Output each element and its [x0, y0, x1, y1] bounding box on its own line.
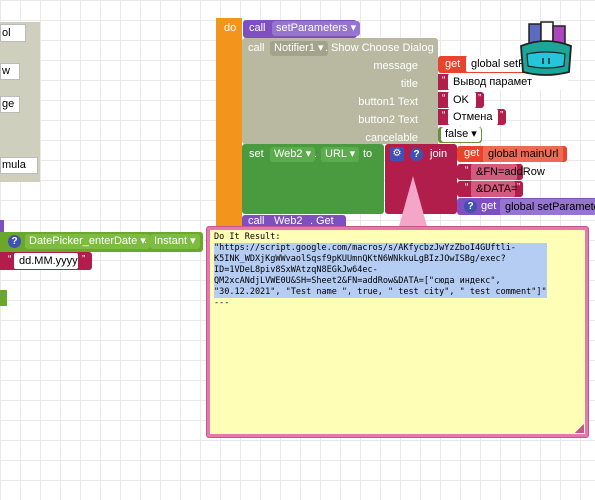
set-web2-url-block[interactable]: set Web2 ▾ . URL ▾ to — [242, 144, 384, 214]
button1-text-field[interactable]: OK — [448, 92, 476, 108]
result-title: Do It Result: — [214, 232, 281, 242]
left-fragment-w[interactable]: w — [0, 63, 20, 80]
mutator-gear-icon[interactable]: ⚙ — [390, 147, 404, 161]
button2-text-field[interactable]: Отмена — [448, 109, 498, 125]
do-it-result-popup[interactable]: Do It Result: "https://script.google.com… — [207, 227, 588, 437]
cancelable-value-dropdown[interactable]: false ▾ — [441, 127, 481, 142]
button2-text-block[interactable]: “ Отмена ” — [438, 109, 506, 125]
datepicker-component-dropdown[interactable]: DatePicker_enterDate ▾ — [25, 234, 150, 249]
date-pattern-text-block[interactable]: “ dd.MM.yyyy ” — [0, 252, 92, 270]
notifier-right-rail — [430, 54, 438, 144]
result-line: QM2xcANdjLVWE0U&SH=Sheet2&FN=addRow&DATA… — [214, 276, 501, 286]
procedure-name-dropdown[interactable]: setParameters ▾ — [272, 21, 361, 36]
datepicker-getter-block[interactable]: ? DatePicker_enterDate ▾ . Instant ▾ — [0, 232, 203, 252]
join-item-get-mainurl[interactable]: get global mainUrl — [457, 146, 567, 162]
help-icon[interactable]: ? — [8, 235, 21, 248]
fn-addrow-field[interactable]: &FN=addRow — [471, 164, 545, 180]
web-component-dropdown[interactable]: Web2 ▾ — [270, 147, 316, 162]
setparameter-variable-dropdown[interactable]: global setParameter — [500, 199, 595, 215]
notifier-component-dropdown[interactable]: Notifier1 ▾ — [270, 41, 328, 56]
call-setparameters-block[interactable]: call setParameters ▾ — [243, 20, 361, 38]
title-text-block[interactable]: “ Вывод парамет — [438, 74, 568, 90]
mainurl-variable-dropdown[interactable]: global mainUrl — [483, 146, 563, 162]
button1-text-block[interactable]: “ OK ” — [438, 92, 484, 108]
do-label: do — [224, 22, 237, 34]
left-purple-stub — [0, 220, 4, 236]
resize-handle-icon[interactable] — [575, 424, 584, 433]
join-block[interactable]: ⚙ ? join — [385, 144, 457, 214]
result-line: "https://script.google.com/macros/s/AKfy… — [214, 243, 516, 253]
notifier-show-choose-dialog-block[interactable]: call Notifier1 ▾ . Show Choose Dialog me… — [242, 38, 438, 144]
left-fragment-ge[interactable]: ge — [0, 96, 20, 113]
result-line: "30.12.2021", "Test name ", true, " test… — [214, 287, 547, 297]
result-footer: --- — [214, 298, 230, 308]
join-item-data[interactable]: “ &DATA= ” — [457, 181, 523, 197]
join-help-icon[interactable]: ? — [410, 148, 423, 161]
data-param-field[interactable]: &DATA= — [471, 181, 517, 197]
join-item-fn-addrow[interactable]: “ &FN=addRow — [457, 164, 545, 180]
call-web2-get-block[interactable]: call Web2 . Get — [242, 215, 346, 229]
cancelable-logic-block[interactable]: false ▾ — [438, 127, 482, 143]
web-property-dropdown[interactable]: URL ▾ — [321, 147, 360, 162]
backpack-icon[interactable] — [515, 20, 577, 78]
title-text-field[interactable]: Вывод парамет — [448, 74, 568, 90]
left-fragment-mula[interactable]: mula — [0, 157, 38, 174]
result-line: ID=1VDeL8piv8SxWAtzqN8EGkJw64ec- — [214, 265, 378, 275]
datepicker-property-dropdown[interactable]: Instant ▾ — [150, 234, 200, 249]
popup-pointer — [398, 176, 428, 230]
left-green-stub — [0, 290, 7, 306]
result-line: K5INK_WDXjKgWWvaolSqsf9pKUUmnQKtN6WNkkuL… — [214, 254, 506, 264]
left-fragment-ol[interactable]: ol — [0, 24, 26, 42]
date-pattern-field[interactable]: dd.MM.yyyy — [14, 253, 78, 269]
setparameter-help-icon[interactable]: ? — [464, 200, 477, 213]
join-item-get-setparameter[interactable]: ? get global setParameter — [457, 198, 595, 215]
result-selected-text[interactable]: "https://script.google.com/macros/s/AKfy… — [214, 243, 547, 298]
